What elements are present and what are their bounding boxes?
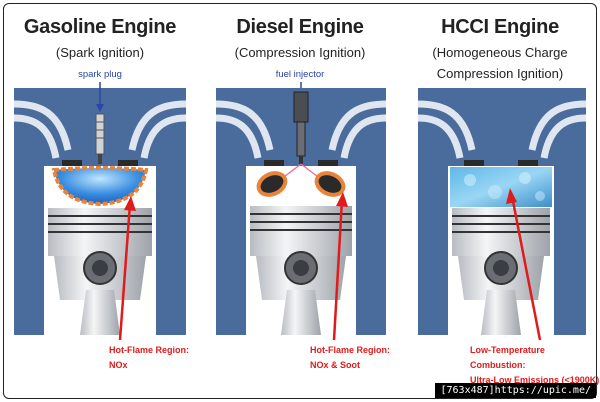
panel-subtitle: (Homogeneous Charge Compression Ignition… xyxy=(432,45,568,81)
panel-subtitle: (Compression Ignition) xyxy=(234,45,366,60)
panel-subtitle: (Spark Ignition) xyxy=(55,45,145,60)
spark-plug-label: spark plug xyxy=(78,69,122,80)
gasoline-engine-illustration xyxy=(13,82,187,341)
panel-title: Gasoline Engine xyxy=(23,16,177,38)
panel-diesel: Diesel Engine (Compression Ignition) fue… xyxy=(200,0,400,402)
hot-flame-region-label: Hot-Flame Region: NOx & Soot xyxy=(310,345,390,370)
fuel-injector-label: fuel injector xyxy=(275,69,325,80)
hcci-engine-illustration xyxy=(417,88,587,341)
low-temperature-combustion-label: Low-Temperature Combustion: Ultra-Low Em… xyxy=(470,345,600,385)
panel-hcci: HCCI Engine (Homogeneous Charge Compress… xyxy=(400,0,600,402)
panel-title: HCCI Engine xyxy=(441,16,559,38)
hot-flame-region-label: Hot-Flame Region: NOx xyxy=(109,345,189,370)
watermark: [763x487]https://upic.me/ xyxy=(435,383,596,398)
panel-gasoline: Gasoline Engine (Spark Ignition) spark p… xyxy=(0,0,200,402)
panel-title: Diesel Engine xyxy=(236,16,364,38)
diesel-engine-illustration xyxy=(215,82,387,341)
